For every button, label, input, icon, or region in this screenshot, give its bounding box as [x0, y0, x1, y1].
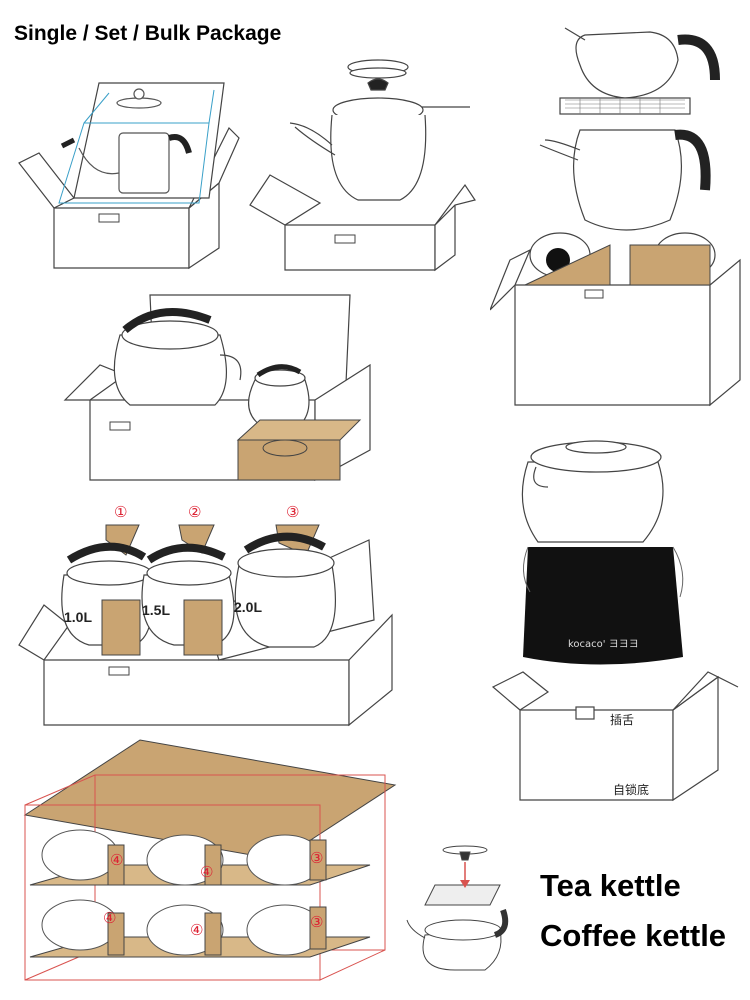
bulk-marker-5: ④	[190, 921, 203, 939]
single-package-teapot-stack	[490, 20, 745, 415]
volume-label-3: 2.0L	[234, 599, 262, 615]
bulk-marker-2: ④	[200, 863, 213, 881]
set-package-two-kettles	[60, 290, 390, 490]
pouch-package: kocaco' ヨヨヨ 插舌 自锁底	[488, 432, 743, 807]
page-title: Single / Set / Bulk Package	[14, 22, 282, 45]
caption-coffee-kettle: Coffee kettle	[540, 918, 727, 953]
bottom-label: 自锁底	[613, 782, 649, 797]
tab-label: 插舌	[610, 713, 634, 727]
pouch-brand: kocaco' ヨヨヨ	[568, 639, 639, 650]
lid-assembly-diagram	[405, 840, 515, 975]
volume-label-2: 1.5L	[142, 602, 170, 618]
set-package-three-kettles: ① ② ③ 1.0L 1.5L 2.0L	[14, 495, 399, 735]
set-marker-3: ③	[286, 503, 299, 521]
volume-label-1: 1.0L	[64, 609, 92, 625]
single-package-kettle	[240, 55, 480, 275]
bulk-marker-1: ④	[110, 851, 123, 869]
caption-tea-kettle: Tea kettle	[540, 868, 681, 903]
set-marker-1: ①	[114, 503, 127, 521]
set-marker-2: ②	[188, 503, 201, 521]
single-package-gooseneck	[14, 68, 244, 273]
bulk-marker-4: ④	[103, 909, 116, 927]
bulk-marker-3: ③	[310, 849, 323, 867]
bulk-package: ④ ④ ③ ④ ④ ③	[20, 735, 405, 1000]
bulk-marker-6: ③	[310, 913, 323, 931]
